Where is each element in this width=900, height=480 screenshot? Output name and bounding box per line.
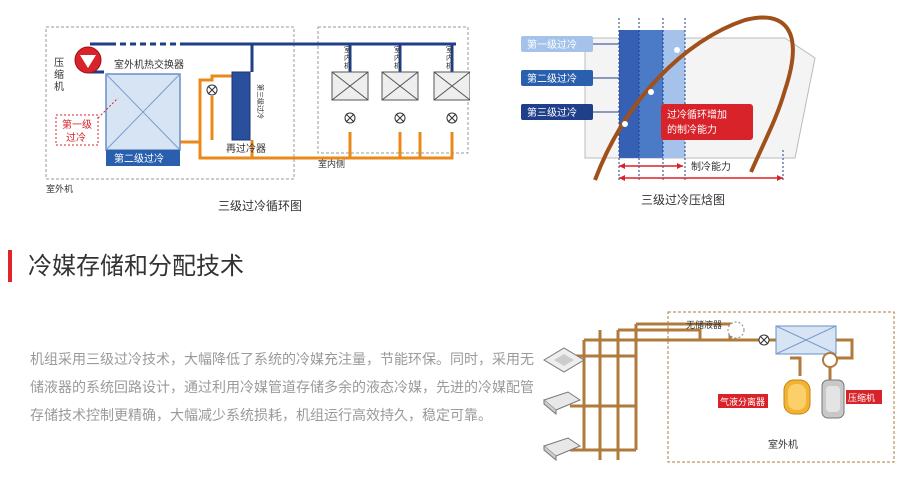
svg-text:室内机: 室内机 [446,45,453,70]
indoor-unit-2 [381,71,419,124]
no-receiver-label: 无储液器 [686,319,722,331]
level2-label: 第二级过冷 [527,72,577,85]
indoor-duct-1 [542,391,582,416]
second-subcool-label: 第二级过冷 [114,152,164,165]
increase-label-2: 的制冷能力 [667,123,717,136]
indoor-unit-1 [331,71,369,124]
ph-caption: 三级过冷压焓图 [641,192,725,207]
liquid-pipe [180,132,422,160]
section-accent-bar [8,250,12,282]
first-subcool-box [55,114,99,146]
compressor-3-label: 压缩机 [848,392,875,404]
increase-callout [661,104,753,140]
indoor-duct-2 [542,437,582,462]
svg-text:室内机: 室内机 [344,45,351,70]
indoor-cassette-1 [543,347,585,373]
resubcooler-label: 再过冷器 [226,142,266,155]
indoor-unit-3 [433,71,470,124]
outdoor-hx-label: 室外机热交换器 [114,58,184,71]
separator-label: 气液分离器 [720,396,765,408]
outdoor-unit-label: 室外机 [768,438,798,451]
svg-text:室内机: 室内机 [394,45,401,70]
second-subcool-box [106,150,180,166]
resubcooler [231,71,251,141]
band-level3 [619,30,639,158]
pressure-enthalpy-diagram: 第一级过冷 第二级过冷 第三级过冷 过冷循环增加 的制冷能力 制冷能力 三级过冷… [521,15,816,207]
section-title: 冷媒存储和分配技术 [28,252,244,280]
section-description: 机组采用三级过冷技术，大幅降低了系统的冷媒充注量，节能环保。同时，采用无储液器的… [30,352,534,424]
separator-tag [718,394,768,408]
level1-tag [521,36,593,52]
saturation-curve [593,15,795,181]
level2-tag [521,70,593,86]
capacity-label: 制冷能力 [691,160,731,173]
subcooling-cycle-diagram: 压缩机 室外机热交换器 第二级过冷 第一级过冷 第三级过冷 再过冷器 室内机 室… [45,26,470,213]
outdoor-unit-boundary [667,311,895,463]
level1-label: 第一级过冷 [527,38,577,51]
refrigerant-storage-diagram: 无储液器 气液分离器 压缩机 室外机 [542,311,895,463]
four-way-valve-icon [822,352,838,368]
compressor-tag [846,390,882,404]
level3-label: 第三级过冷 [527,106,577,119]
outdoor-side-label: 室外机 [46,183,73,195]
indoor-side-label: 室内侧 [318,158,345,170]
compressor-label: 压缩机 [54,57,64,93]
section-heading: 冷媒存储和分配技术 [0,246,600,286]
third-subcool-label: 第三级过冷 [256,84,265,119]
increase-label-1: 过冷循环增加 [667,108,727,121]
level3-tag [521,104,593,120]
cycle-caption: 三级过冷循环图 [218,199,302,213]
pipe-network [570,322,854,460]
no-receiver-marker [727,321,745,339]
first-subcool-label: 第一级过冷 [62,118,92,144]
